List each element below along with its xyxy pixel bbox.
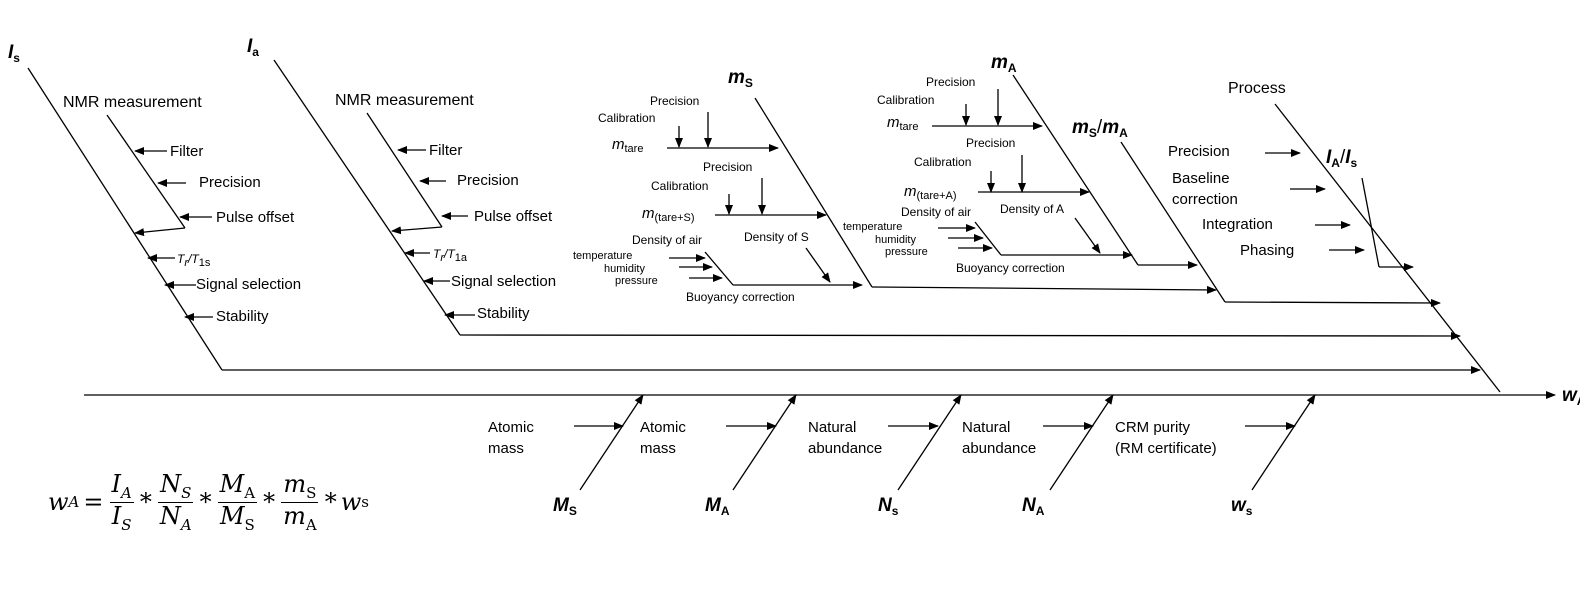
branch-ratio-head: mS/mA — [1072, 117, 1128, 140]
svg-text:Natural: Natural — [808, 419, 856, 436]
branch-ms-head: mS — [728, 67, 753, 90]
cause-pulse-offset: Pulse offset — [216, 209, 295, 226]
ma-calibration-2: Calibration — [914, 155, 971, 169]
bottom-head-ns: Ns — [878, 495, 899, 518]
branch-is-head: Is — [8, 42, 20, 65]
branch-is-sub-diagonal — [106, 114, 186, 229]
branch-process-head: Process — [1228, 80, 1286, 97]
svg-text:Atomic: Atomic — [488, 419, 534, 436]
cause-signal-selection: Signal selection — [451, 273, 556, 290]
process-baseline: Baseline — [1172, 170, 1230, 187]
ma-precision-1: Precision — [926, 75, 975, 89]
ms-calibration-2: Calibration — [651, 179, 708, 193]
cause-signal-selection: Signal selection — [196, 276, 301, 293]
ms-precision-1: Precision — [650, 94, 699, 108]
ma-m-tare-a: m(tare+A) — [904, 183, 957, 202]
effect-label: wA — [1562, 385, 1580, 408]
cause-precision: Precision — [199, 174, 261, 191]
ma-env-pressure: pressure — [885, 246, 928, 258]
fraction-molar-mass: MA MS — [217, 470, 258, 534]
process-phasing: Phasing — [1240, 242, 1294, 259]
ma-env-temperature: temperature — [843, 221, 902, 233]
ms-env-humidity: humidity — [604, 263, 645, 275]
bottom-branch-ns: Natural abundance Ns — [808, 394, 962, 518]
process-correction: correction — [1172, 191, 1238, 208]
bottom-head-ms: MS — [553, 495, 577, 518]
ms-env-temperature: temperature — [573, 250, 632, 262]
branch-is-diagonal — [27, 67, 223, 371]
ma-buoyancy: Buoyancy correction — [956, 261, 1065, 275]
bottom-branch-ws: CRM purity (RM certificate) ws — [1115, 394, 1316, 518]
svg-text:Natural: Natural — [962, 419, 1010, 436]
ms-density-s: Density of S — [744, 230, 809, 244]
branch-ma-head: mA — [991, 52, 1017, 75]
bottom-branch-ms: Atomic mass MS — [488, 394, 644, 518]
branch-ia-head: Ia — [247, 36, 259, 59]
branch-ia-diagonal — [273, 59, 461, 336]
svg-text:(RM certificate): (RM certificate) — [1115, 440, 1217, 457]
ms-precision-2: Precision — [703, 160, 752, 174]
branch-ms-diagonal — [754, 97, 873, 288]
bottom-head-ws: ws — [1231, 495, 1253, 518]
ma-precision-2: Precision — [966, 136, 1015, 150]
branch-process: Process IA/Is Precision Baseline correct… — [1168, 80, 1501, 393]
svg-text:Atomic: Atomic — [640, 419, 686, 436]
ma-calibration-1: Calibration — [877, 93, 934, 107]
branch-ia-connector — [459, 331, 1461, 340]
branch-ma: mA Precision Calibration mtare Precision… — [843, 52, 1198, 275]
branch-process-diagonal — [1274, 103, 1501, 393]
branch-ia-group-title: NMR measurement — [335, 92, 474, 109]
svg-text:mass: mass — [488, 440, 524, 457]
cause-tr-t1s: Tr/T1s — [177, 252, 211, 269]
cause-filter: Filter — [429, 142, 462, 159]
ma-density-a: Density of A — [1000, 202, 1064, 216]
bottom-branch-na: Natural abundance NA — [962, 394, 1114, 518]
branch-ia: Ia NMR measurement Filter Precision Puls… — [247, 36, 1461, 340]
svg-text:abundance: abundance — [808, 440, 882, 457]
branch-ia-sub-diagonal — [366, 112, 443, 228]
ms-m-tare: mtare — [612, 136, 643, 155]
branch-is: Is NMR measurement Filter Precision Puls… — [8, 42, 1481, 374]
cause-stability: Stability — [216, 308, 269, 325]
process-sub-diagonal — [1361, 177, 1380, 268]
cause-precision: Precision — [457, 172, 519, 189]
svg-text:CRM purity: CRM purity — [1115, 419, 1191, 436]
ms-density-air: Density of air — [632, 233, 702, 247]
fraction-intensity: IA IS — [109, 470, 134, 534]
branch-ms: mS Precision Calibration mtare Precision… — [573, 67, 1217, 304]
branch-ratio-connector — [1224, 298, 1441, 307]
branch-ms-connector — [871, 285, 1217, 294]
fraction-mass: mS mA — [281, 470, 319, 534]
process-ratio: IA/Is — [1326, 147, 1358, 170]
cause-stability: Stability — [477, 305, 530, 322]
bottom-head-na: NA — [1022, 495, 1045, 518]
ma-env-humidity: humidity — [875, 234, 916, 246]
branch-ratio: mS/mA — [1072, 117, 1441, 307]
ms-calibration-1: Calibration — [598, 111, 655, 125]
ma-m-tare: mtare — [887, 114, 918, 133]
process-precision: Precision — [1168, 143, 1230, 160]
ma-density-air: Density of air — [901, 205, 971, 219]
branch-is-group-title: NMR measurement — [63, 94, 202, 111]
ms-env-pressure: pressure — [615, 275, 658, 287]
bottom-branch-ma: Atomic mass MA — [640, 394, 797, 518]
cause-tr-t1a: Tr/T1a — [433, 247, 468, 264]
svg-text:mass: mass — [640, 440, 676, 457]
branch-ma-diagonal — [1012, 74, 1139, 266]
fraction-nuclei: NS NA — [158, 470, 194, 534]
ms-buoyancy: Buoyancy correction — [686, 290, 795, 304]
ms-m-tare-s: m(tare+S) — [642, 205, 695, 224]
cause-filter: Filter — [170, 143, 203, 160]
cause-pulse-offset: Pulse offset — [474, 208, 553, 225]
bottom-head-ma: MA — [705, 495, 730, 518]
branch-ratio-diagonal — [1120, 141, 1226, 303]
svg-text:abundance: abundance — [962, 440, 1036, 457]
process-integration: Integration — [1202, 216, 1273, 233]
